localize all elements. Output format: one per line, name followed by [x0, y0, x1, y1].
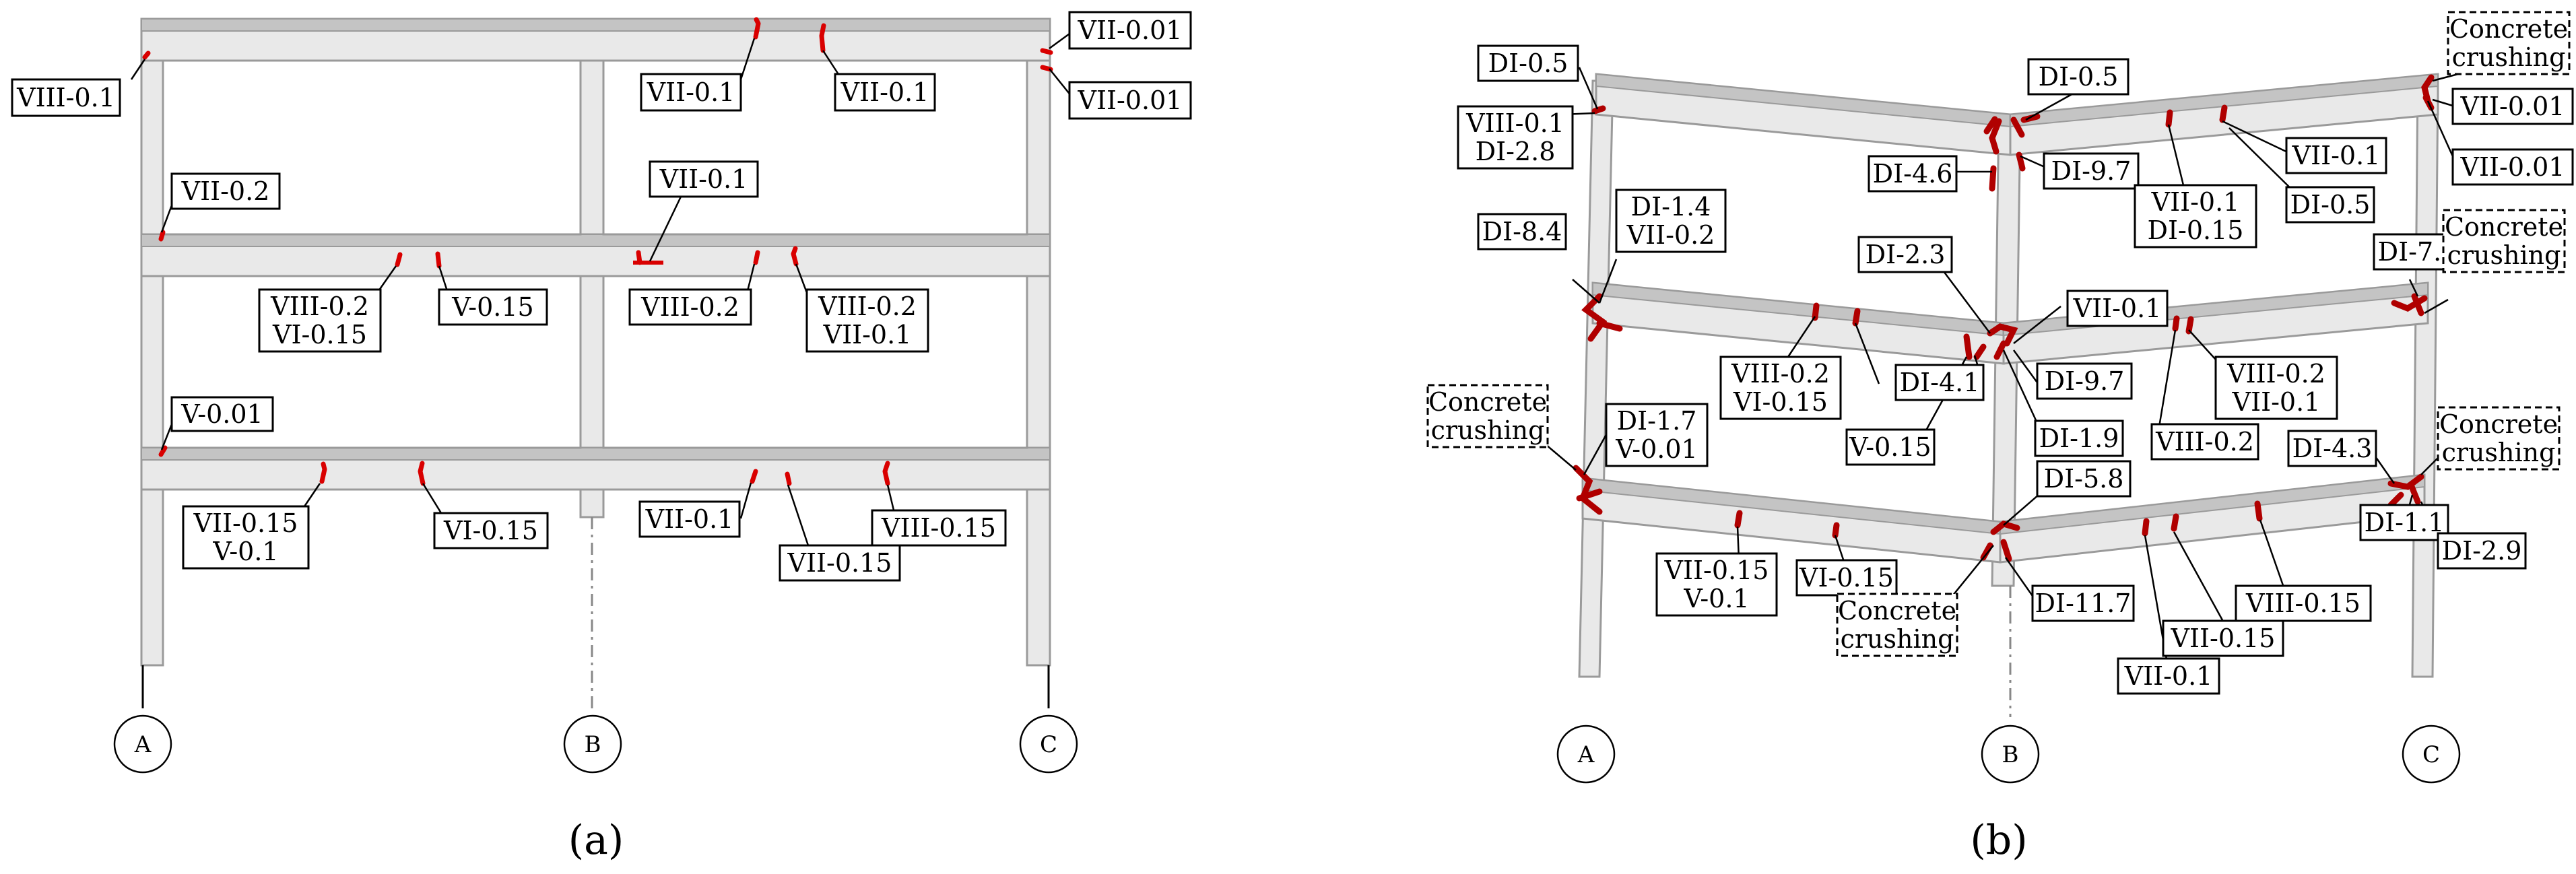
label-b-di-05-c: DI-0.5 — [2290, 190, 2371, 220]
label-b-v-015: V-0.15 — [1849, 432, 1931, 462]
label-b-di-117: DI-11.7 — [2035, 589, 2132, 618]
label-a-vii-015-line1: VII-0.15 — [193, 508, 298, 538]
axis-b-a-label: A — [1577, 741, 1595, 768]
label-b-di-58: DI-5.8 — [2044, 464, 2124, 494]
axes-a: A B C — [113, 714, 1078, 774]
label-a-v-001: V-0.01 — [180, 399, 263, 429]
label-b-viii-015: VIII-0.15 — [2245, 589, 2360, 618]
label-b-vii-01-b: VII-0.1 — [2073, 294, 2162, 323]
label-a-vii-01-mid: VII-0.1 — [659, 164, 748, 194]
labels-b: DI-0.5 VIII-0.1 DI-2.8 DI-0.5 Concrete c… — [1426, 11, 2574, 695]
label-b-vii-015: VII-0.15 — [2171, 624, 2276, 653]
label-b-di-28: DI-2.8 — [1476, 137, 1556, 166]
axis-b-label: B — [585, 731, 601, 758]
column-c — [1026, 18, 1051, 667]
panel-b: DI-0.5 VIII-0.1 DI-2.8 DI-0.5 Concrete c… — [1426, 11, 2574, 864]
label-b-vii-01-a: VII-0.1 — [2292, 141, 2381, 170]
label-b-vi-015: VI-0.15 — [1799, 563, 1894, 593]
label-b-cc-tr-2: crushing — [2452, 42, 2566, 72]
label-a-vii-001-bot: VII-0.01 — [1078, 86, 1183, 115]
label-b-di-11: DI-1.1 — [2365, 508, 2445, 537]
label-b-v-01: V-0.1 — [1683, 584, 1749, 613]
label-b-viii-01: VIII-0.1 — [1465, 108, 1564, 138]
label-a-viii-02: VIII-0.2 — [640, 292, 739, 322]
label-b-v-001: V-0.01 — [1615, 434, 1697, 464]
label-b-vii-015-a: VII-0.15 — [1664, 556, 1769, 585]
panel-a: VIII-0.1 VII-0.01 VII-0.01 VII-0.1 VII-0… — [11, 11, 1192, 864]
label-a-viii-02-b-line1: VIII-0.2 — [818, 292, 917, 321]
label-b-cc-tr-1: Concrete — [2449, 14, 2568, 44]
axis-b-b-label: B — [2002, 741, 2019, 768]
label-b-cc-l-2: crushing — [1431, 415, 1545, 445]
label-a-vii-02: VII-0.2 — [181, 176, 270, 206]
label-b-vii-01-c: VII-0.1 — [2232, 387, 2321, 417]
cracks-a — [142, 17, 1053, 486]
label-b-di-41: DI-4.1 — [1900, 368, 1980, 397]
axis-b-c-label: C — [2422, 741, 2440, 768]
axis-c-label: C — [1040, 731, 1057, 758]
label-a-v-015: V-0.15 — [451, 292, 533, 322]
label-b-vii-001-b: VII-0.01 — [2460, 152, 2565, 182]
labels-a: VIII-0.1 VII-0.01 VII-0.01 VII-0.1 VII-0… — [11, 11, 1192, 582]
label-a-vi-015: VI-0.15 — [443, 516, 538, 545]
label-b-viii-02: VIII-0.2 — [2155, 427, 2254, 457]
label-b-cc-rr-1: Concrete — [2439, 409, 2558, 439]
label-b-di-17: DI-1.7 — [1617, 406, 1697, 436]
col-b-c — [2411, 79, 2439, 678]
label-b-cc-l-1: Concrete — [1428, 387, 1547, 417]
label-a-vii-01-r2: VII-0.1 — [840, 77, 929, 107]
label-a-vii-01-low: VII-0.1 — [645, 504, 734, 534]
label-b-di-43: DI-4.3 — [2292, 434, 2373, 463]
label-b-di-23: DI-2.3 — [1865, 240, 1946, 269]
label-b-di-97-a: DI-9.7 — [2051, 156, 2132, 186]
label-a-vii-01-r1: VII-0.1 — [647, 77, 735, 107]
label-b-cc-rr-2: crushing — [2442, 438, 2556, 467]
label-b-di-05-a: DI-0.5 — [1488, 48, 1568, 78]
label-a-viii-01: VIII-0.1 — [16, 83, 115, 112]
label-a-vi-015-line2: VI-0.15 — [272, 320, 367, 349]
label-a-vii-01-b-line2: VII-0.1 — [823, 320, 912, 349]
roof-slab-right — [2010, 73, 2439, 128]
caption-b: (b) — [1970, 817, 2027, 864]
label-b-di-015: DI-0.15 — [2148, 215, 2244, 245]
label-a-v-01-line2: V-0.1 — [212, 537, 278, 566]
floor1-slab — [141, 447, 1051, 461]
label-b-di-29: DI-2.9 — [2442, 536, 2522, 566]
label-b-di-05-b: DI-0.5 — [2039, 62, 2119, 92]
label-b-vii-01-c2: VII-0.1 — [2124, 661, 2213, 691]
label-b-di-46: DI-4.6 — [1873, 159, 1953, 189]
label-a-vii-001-top: VII-0.01 — [1078, 15, 1183, 45]
label-b-cc-b-1: Concrete — [1838, 596, 1956, 626]
label-b-di-19: DI-1.9 — [2039, 424, 2119, 453]
col-b-a — [1578, 79, 1614, 678]
column-a — [140, 18, 164, 667]
label-b-di-14: DI-1.4 — [1631, 192, 1711, 222]
axis-a-label: A — [134, 731, 152, 758]
label-b-vi-015-a: VI-0.15 — [1733, 387, 1828, 417]
label-b-cc-r-2: crushing — [2447, 240, 2561, 270]
label-a-vii-015: VII-0.15 — [787, 548, 892, 578]
label-b-viii-02-a: VIII-0.2 — [1731, 359, 1830, 389]
caption-a: (a) — [568, 817, 624, 864]
label-b-vii-001-a: VII-0.01 — [2460, 92, 2565, 121]
label-b-cc-r-1: Concrete — [2445, 212, 2563, 242]
roof-slab — [141, 18, 1051, 32]
label-b-vii-01-di: VII-0.1 — [2151, 187, 2240, 217]
label-b-vii-02: VII-0.2 — [1626, 220, 1715, 250]
floor2-slab — [141, 234, 1051, 247]
label-a-viii-02-line1: VIII-0.2 — [270, 292, 369, 321]
label-a-viii-015: VIII-0.15 — [881, 513, 996, 543]
label-b-viii-02-b: VIII-0.2 — [2226, 359, 2325, 389]
label-b-di-84: DI-8.4 — [1482, 217, 1562, 246]
label-b-cc-b-2: crushing — [1841, 624, 1954, 654]
label-b-di-97-b: DI-9.7 — [2045, 366, 2125, 396]
axes-b: A B C — [1556, 725, 2461, 784]
